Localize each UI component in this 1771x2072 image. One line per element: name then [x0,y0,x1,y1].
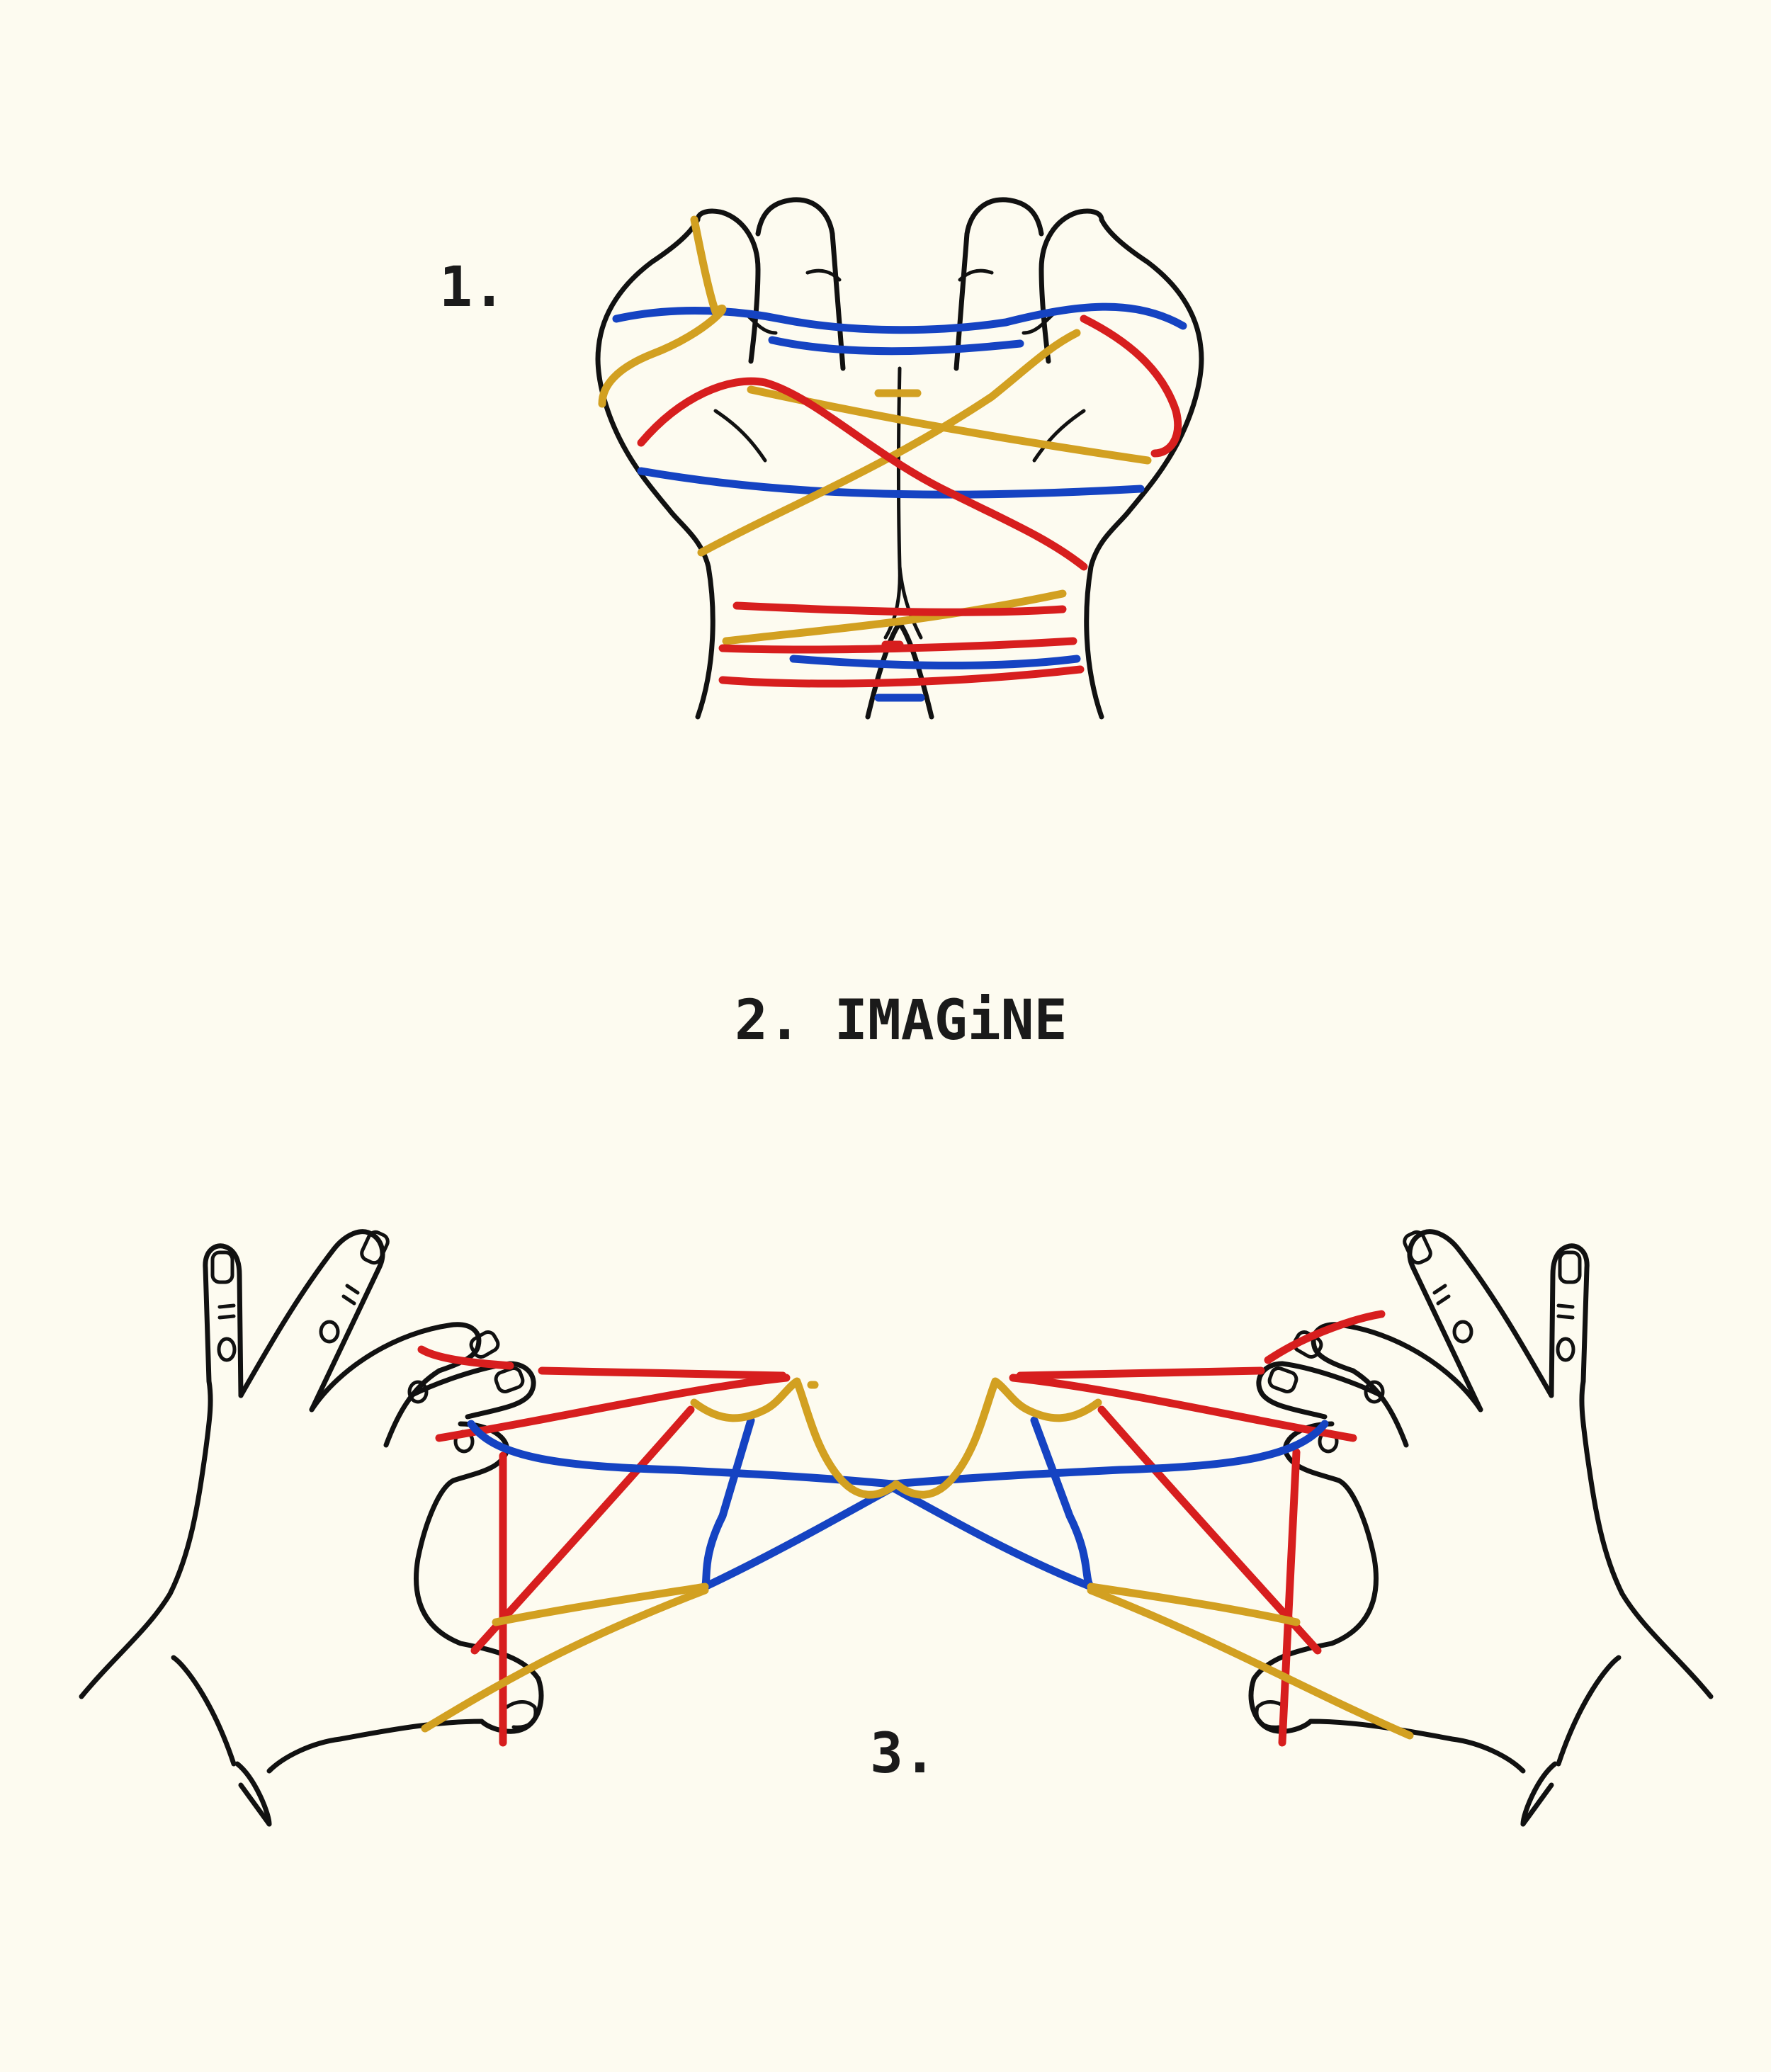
step-3-label: 3. [870,1722,937,1786]
step-3-cats-cradle-illustration [79,1229,1714,1827]
step-1-label: 1. [439,256,506,319]
step-1-tied-hands-illustration [595,197,1204,720]
step-2-label: 2. IMAGiNE [735,989,1068,1053]
